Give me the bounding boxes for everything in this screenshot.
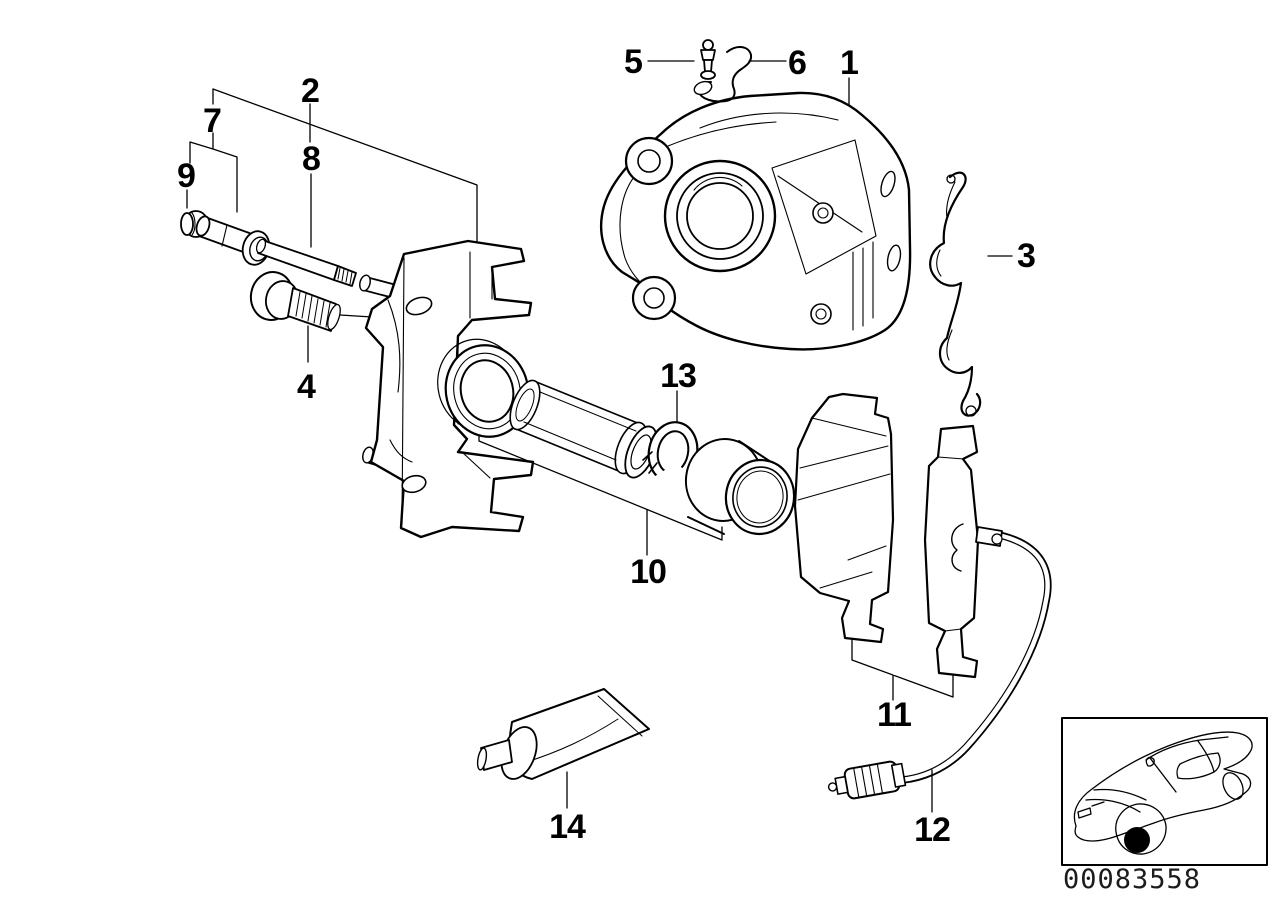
callout-7[interactable]: 7 bbox=[203, 102, 222, 140]
part-mounting-bolt bbox=[249, 271, 341, 332]
part-retaining-spring bbox=[929, 171, 982, 417]
car-front-three-quarter-icon bbox=[1073, 731, 1253, 855]
part-circlip bbox=[642, 421, 699, 498]
callout-13[interactable]: 13 bbox=[660, 357, 697, 395]
part-guide-pin bbox=[255, 238, 357, 287]
callout-12[interactable]: 12 bbox=[914, 811, 951, 849]
part-dust-cap-clip bbox=[693, 46, 753, 103]
callout-9[interactable]: 9 bbox=[177, 157, 196, 195]
part-grease-tube bbox=[476, 688, 650, 780]
part-brake-pad-inner bbox=[793, 392, 895, 644]
callout-6[interactable]: 6 bbox=[788, 44, 807, 82]
part-bleeder-valve bbox=[700, 39, 716, 80]
callout-8[interactable]: 8 bbox=[302, 140, 321, 178]
image-number: 00083558 bbox=[1063, 864, 1202, 895]
callout-3[interactable]: 3 bbox=[1017, 237, 1036, 275]
part-caliper-housing bbox=[600, 91, 912, 351]
part-piston-sleeve bbox=[509, 379, 658, 479]
callout-5[interactable]: 5 bbox=[624, 43, 643, 81]
callout-4[interactable]: 4 bbox=[297, 368, 316, 406]
callout-2[interactable]: 2 bbox=[301, 72, 320, 110]
part-seal-ring bbox=[437, 338, 530, 438]
callout-14[interactable]: 14 bbox=[549, 808, 586, 846]
leader-lines bbox=[186, 60, 1013, 813]
vehicle-thumbnail bbox=[1061, 717, 1268, 866]
part-brake-pad-outer bbox=[923, 424, 980, 679]
callout-10[interactable]: 10 bbox=[630, 553, 667, 591]
front-left-wheel-marker bbox=[1124, 827, 1150, 853]
callout-11[interactable]: 11 bbox=[877, 696, 912, 734]
callout-1[interactable]: 1 bbox=[840, 44, 859, 82]
part-piston bbox=[684, 438, 796, 536]
thumbnail-box bbox=[1061, 717, 1268, 866]
part-wear-sensor bbox=[827, 526, 1052, 800]
